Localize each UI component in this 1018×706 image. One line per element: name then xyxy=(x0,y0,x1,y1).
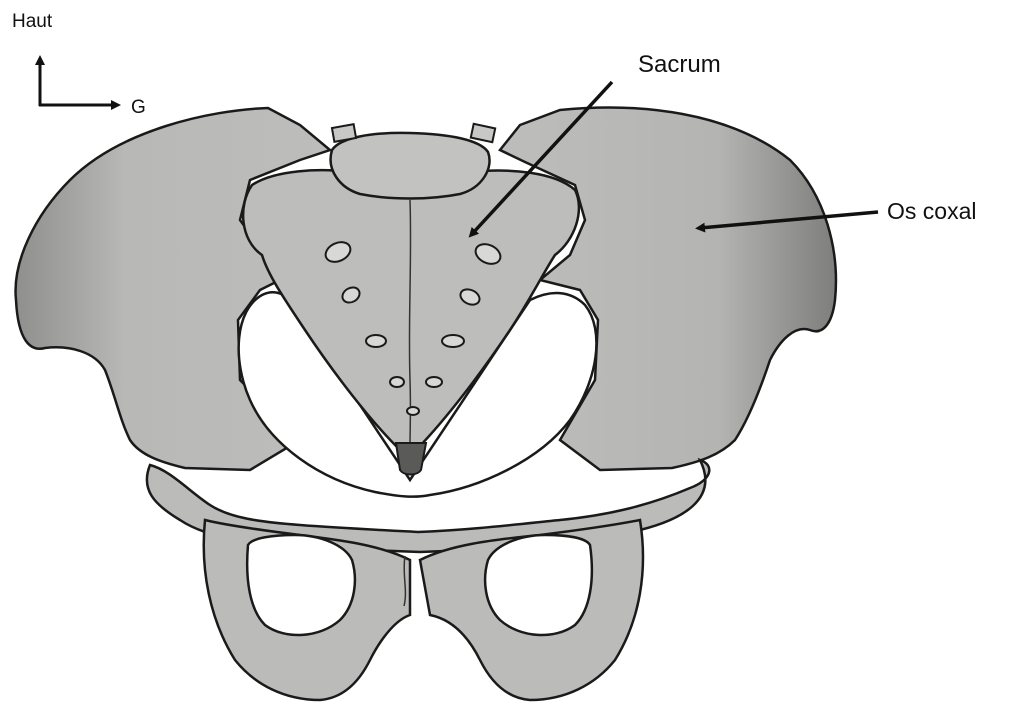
left-obturator-foramen xyxy=(247,535,355,635)
os-coxal-label: Os coxal xyxy=(887,200,976,223)
coccyx xyxy=(396,443,426,475)
left-direction-label: G xyxy=(131,98,146,117)
sacral-foramen xyxy=(426,377,442,387)
sacral-foramen xyxy=(407,407,419,415)
sacrum-label: Sacrum xyxy=(638,53,721,77)
up-direction-label: Haut xyxy=(12,12,52,31)
sacral-foramen xyxy=(442,335,464,347)
left-transverse-process xyxy=(332,124,356,142)
right-obturator-foramen xyxy=(485,535,592,635)
right-transverse-process xyxy=(471,124,495,142)
sacral-promontory xyxy=(331,133,490,199)
orientation-axes xyxy=(39,60,116,106)
sacral-foramen xyxy=(366,335,386,347)
sacral-foramen xyxy=(390,377,404,387)
